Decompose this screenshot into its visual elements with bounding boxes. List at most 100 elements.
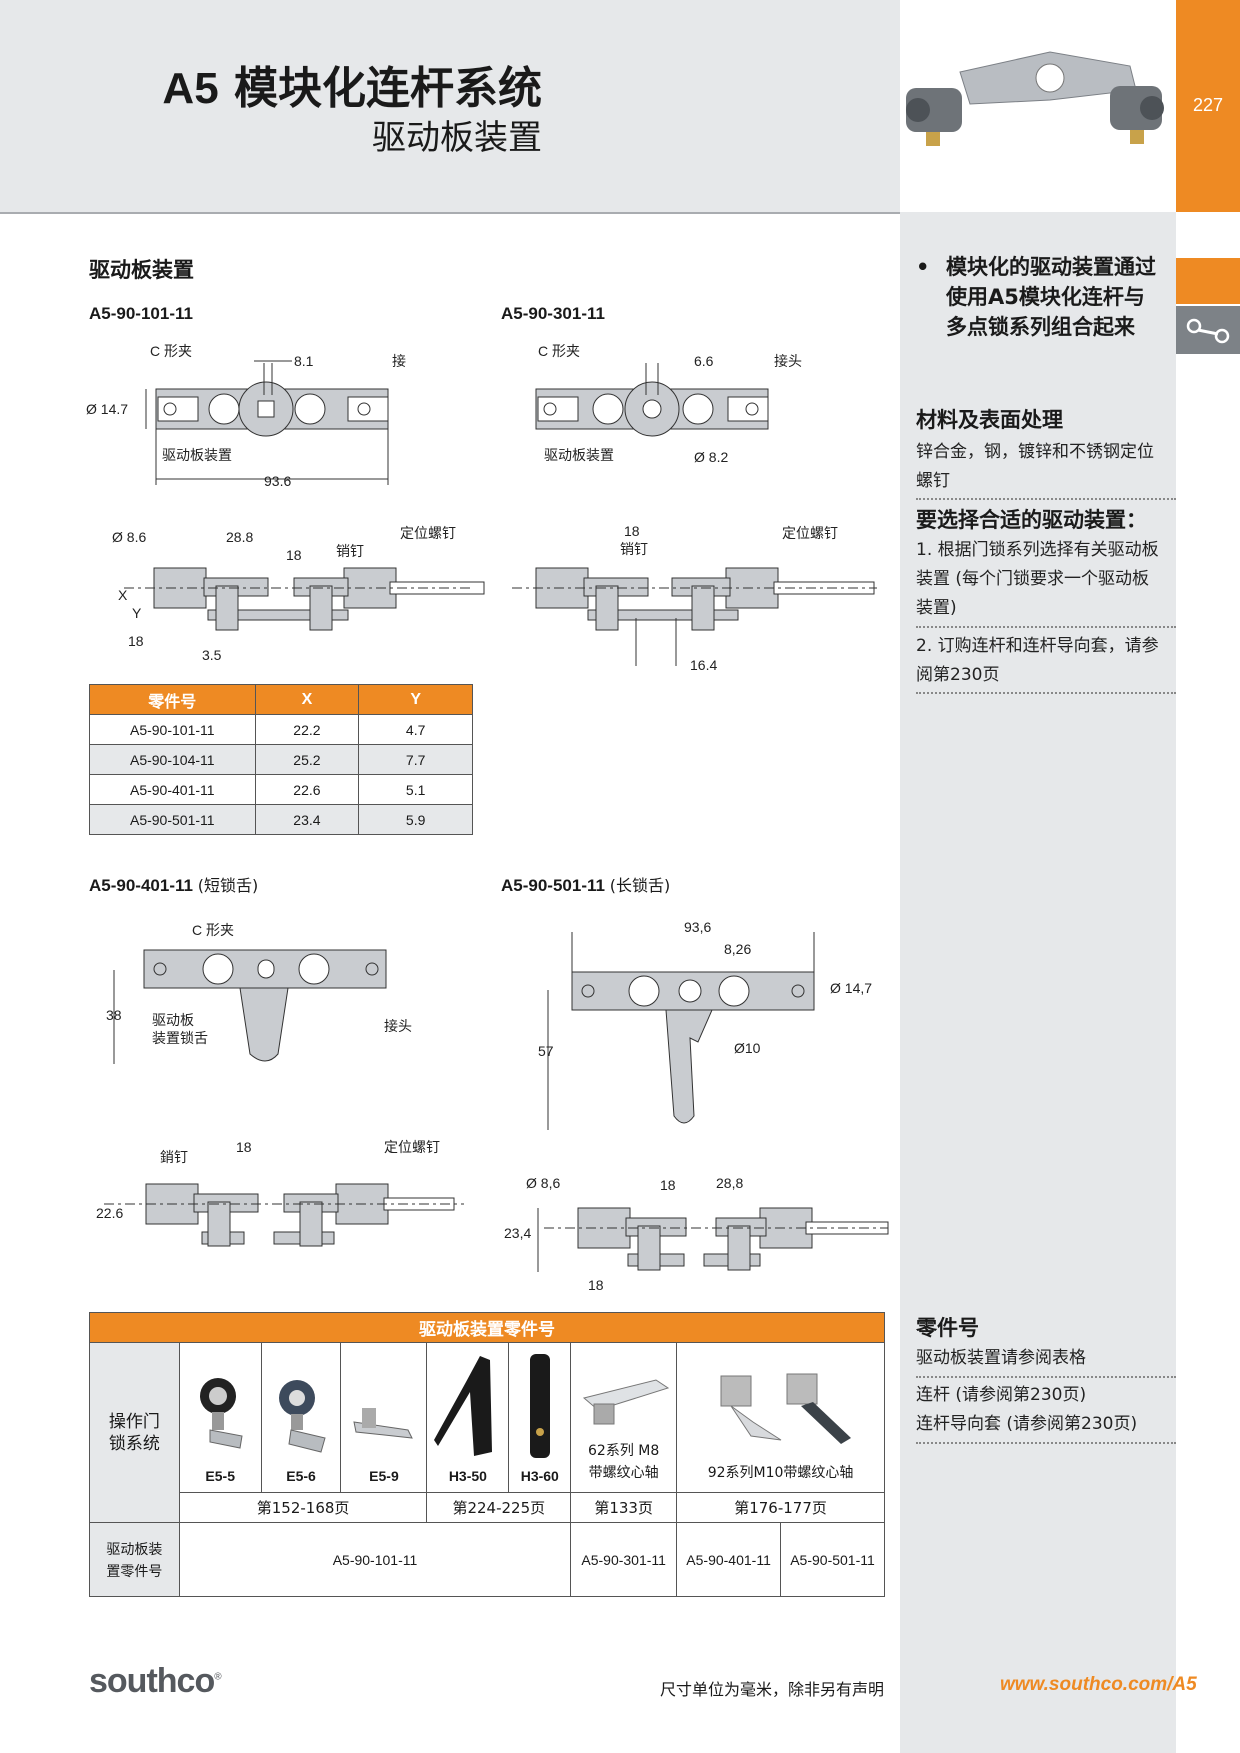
label-diameter: Ø 14.7 [86,401,128,417]
divider [916,692,1176,694]
label-height-22-6: 22.6 [96,1205,123,1221]
header-band: A5 模块化连杆系统 驱动板装置 [0,0,900,212]
divider [916,1442,1176,1444]
label-c-clip: C 形夹 [150,343,192,359]
col-y: Y [358,684,473,715]
select-title: 要选择合适的驱动装置： [916,508,1147,532]
part-label-401: A5-90-401-11 (短锁舌) [89,876,259,895]
label-c-clip: C 形夹 [538,343,580,359]
section-title: 驱动板装置 [89,258,194,282]
label-set-screw: 定位螺钉 [384,1139,440,1155]
label-dim-28-8: 28,8 [716,1175,743,1191]
label-width-93-6: 93,6 [684,920,711,935]
drawing-501-side-view: Ø 8,6 18 28,8 23,4 18 [504,1175,889,1293]
section-tab [1176,258,1240,304]
table-title-row: 驱动板装置零件号 [89,1312,885,1343]
page-title: A5 模块化连杆系统 [162,63,542,114]
label-joint: 接头 [384,1018,412,1034]
divider [916,1376,1176,1378]
header-divider [0,212,900,214]
table-row: A5-90-501-11 23.4 5.9 [89,804,473,835]
part-label-101: A5-90-101-11 [89,304,193,323]
row-label-lock-system: 操作门锁系统 [89,1342,180,1523]
feature-bullet: • 模块化的驱动装置通过使用A5模块化连杆与多点锁系列组合起来 [916,252,1156,342]
lock-series-62: 62系列 M8带螺纹心轴 [570,1342,678,1493]
table-row: A5-90-401-11 22.6 5.1 [89,774,473,805]
table-header: 零件号 X Y [89,684,473,715]
col-x: X [254,684,360,715]
label-set-screw: 定位螺钉 [400,525,456,541]
sidebar [900,212,1176,1753]
label-length: 93.6 [264,473,291,489]
lock-h3-60: H3-60 [508,1342,572,1493]
label-dim-18: 18 [660,1177,676,1193]
lock-e5-9: E5-9 [340,1342,428,1493]
label-diameter: Ø 8.2 [694,449,728,465]
material-text: 锌合金，钢，镀锌和不锈钢定位螺钉 [916,442,1154,491]
divider [916,626,1176,628]
drawing-301-side-view: 18 销钉 定位螺钉 16.4 [512,523,877,673]
label-tongue-line2: 装置锁舌 [152,1030,208,1046]
part-label-501: A5-90-501-11 (长锁舌) [501,876,671,895]
label-set-screw: 定位螺钉 [782,525,838,541]
label-dim-18: 18 [236,1139,252,1155]
label-dim-18b: 18 [588,1277,604,1293]
units-note: 尺寸单位为毫米，除非另有声明 [659,1680,884,1699]
drawing-401-top-view: C 形夹 38 驱动板 装置锁舌 接头 [106,922,412,1064]
e5-5-lock-icon [200,1378,243,1449]
series-92-handle-icon [720,1373,851,1444]
part-number-title: 零件号 [916,1316,979,1340]
label-dim-18: 18 [286,547,302,563]
link-guide-reference: 连杆导向套 (请参阅第230页) [916,1414,1138,1434]
h3-60-handle-icon [529,1354,550,1458]
h3-50-handle-icon [433,1356,492,1456]
label-pin: 銷钉 [160,1149,188,1165]
label-c-clip: C 形夹 [192,922,234,938]
page-subtitle: 驱动板装置 [372,118,542,158]
page-tab [1176,0,1240,212]
row-label-part-number: 驱动板装置零件号 [89,1522,180,1597]
drawing-401-side-view: 銷钉 18 定位螺钉 22.6 [96,1139,464,1247]
drawing-101-side-view: Ø 8.6 28.8 18 销钉 定位螺钉 X Y 18 3.5 [112,525,485,663]
linkage-icon [1186,318,1230,344]
drawing-501-top-view: 93,6 8,26 Ø 14,7 57 Ø10 [538,920,872,1130]
page-number: 227 [1192,95,1224,115]
lock-h3-50: H3-50 [426,1342,510,1493]
label-height-38: 38 [106,1007,122,1023]
label-pin: 销钉 [336,543,364,559]
label-dim-6-6: 6.6 [694,353,714,369]
xy-dimension-table: 零件号 X Y A5-90-101-11 22.2 4.7 A5-90-104-… [89,684,473,835]
part-number-text: 驱动板装置请参阅表格 [916,1348,1086,1368]
table-title: 驱动板装置零件号 [89,1312,885,1343]
label-joint: 接头 [392,353,406,369]
drawing-101-top-view: C 形夹 8.1 接头 Ø 14.7 驱动板装置 93.6 [86,343,406,489]
label-assembly: 驱动板装置 [162,447,232,463]
label-pin: 销钉 [620,541,648,557]
product-photo [900,0,1176,212]
table-row: A5-90-104-11 25.2 7.7 [89,744,473,775]
label-diameter-14-7: Ø 14,7 [830,980,872,996]
label-tongue-line1: 驱动板 [152,1012,194,1028]
label-diameter-10: Ø10 [734,1040,761,1056]
label-diameter: Ø 8.6 [112,529,146,545]
divider [916,498,1176,500]
table-row: A5-90-101-11 22.2 4.7 [89,714,473,745]
website-link[interactable]: www.southco.com/A5 [1000,1674,1197,1695]
label-assembly: 驱动板装置 [544,447,614,463]
label-dim-8-1: 8.1 [294,353,314,369]
link-reference: 连杆 (请参阅第230页) [916,1385,1087,1405]
lock-series-92: 92系列M10带螺纹心轴 [676,1342,885,1493]
southco-logo: southco® [89,1662,222,1700]
series-62-handle-icon [582,1379,669,1425]
label-dim-28-8: 28.8 [226,529,253,545]
label-y: Y [132,605,142,621]
bullet-dot: • [916,255,930,279]
section-tab-icon [1176,306,1240,354]
step-2: 2. 订购连杆和连杆导向套，请参阅第230页 [916,636,1159,685]
e5-6-lock-icon [279,1380,326,1453]
label-height-23-4: 23,4 [504,1225,531,1241]
lock-e5-5: E5-5 [178,1342,262,1493]
part-number-row: 驱动板装置零件号 A5-90-101-11 A5-90-301-11 A5-90… [89,1522,885,1597]
label-dim-3-5: 3.5 [202,647,222,663]
lock-e5-6: E5-6 [260,1342,342,1493]
